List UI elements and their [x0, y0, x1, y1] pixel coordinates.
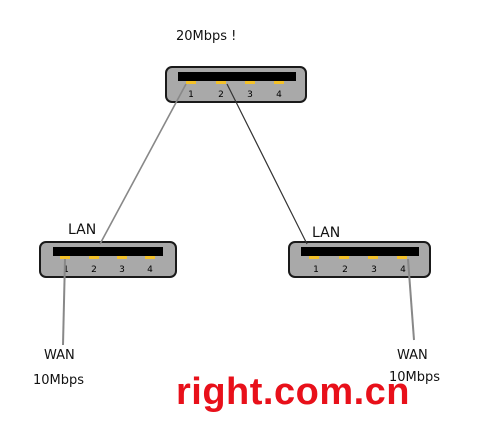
router-left-port-2	[89, 256, 99, 259]
watermark-logo: right.com.cn	[176, 371, 411, 413]
router-right-port-2-label: 2	[342, 265, 348, 275]
router-left-port-1-label: 1	[63, 265, 69, 275]
cable-top-to-right-lan	[226, 83, 308, 245]
router-top-port-1	[186, 81, 196, 84]
router-left-port-4	[145, 256, 155, 259]
cable-right-wan	[407, 258, 415, 341]
cable-top-to-left-lan	[99, 83, 187, 245]
router-right-port-1-label: 1	[313, 265, 319, 275]
router-right-port-4	[397, 256, 407, 259]
router-right-port-2	[339, 256, 349, 259]
router-right-slot	[301, 247, 419, 256]
router-top-port-4	[274, 81, 284, 84]
router-right-port-3-label: 3	[371, 265, 377, 275]
router-left-port-1	[60, 256, 70, 259]
router-left-slot	[53, 247, 163, 256]
router-top-port-2-label: 2	[218, 90, 224, 100]
router-top-port-2	[216, 81, 226, 84]
router-left-port-3	[117, 256, 127, 259]
router-top: 1 2 3 4	[165, 66, 307, 103]
router-left-port-2-label: 2	[91, 265, 97, 275]
left-lan-label: LAN	[68, 222, 97, 238]
router-left-port-3-label: 3	[119, 265, 125, 275]
left-wan-label: WAN	[44, 348, 75, 363]
router-top-slot	[178, 72, 296, 81]
router-top-port-1-label: 1	[188, 90, 194, 100]
router-top-port-3	[245, 81, 255, 84]
router-top-port-3-label: 3	[247, 90, 253, 100]
router-right-port-1	[309, 256, 319, 259]
router-right: 1 2 3 4	[288, 241, 431, 278]
left-wan-speed: 10Mbps	[33, 373, 85, 388]
right-wan-speed: 10Mbps	[389, 370, 441, 385]
router-right-port-3	[368, 256, 378, 259]
router-top-port-4-label: 4	[276, 90, 282, 100]
top-speed-label: 20Mbps !	[176, 29, 237, 44]
router-right-port-4-label: 4	[400, 265, 406, 275]
cable-left-wan	[62, 258, 66, 346]
router-left-port-4-label: 4	[147, 265, 153, 275]
right-wan-label: WAN	[397, 348, 428, 363]
router-left: 1 2 3 4	[39, 241, 177, 278]
right-lan-label: LAN	[312, 225, 341, 241]
